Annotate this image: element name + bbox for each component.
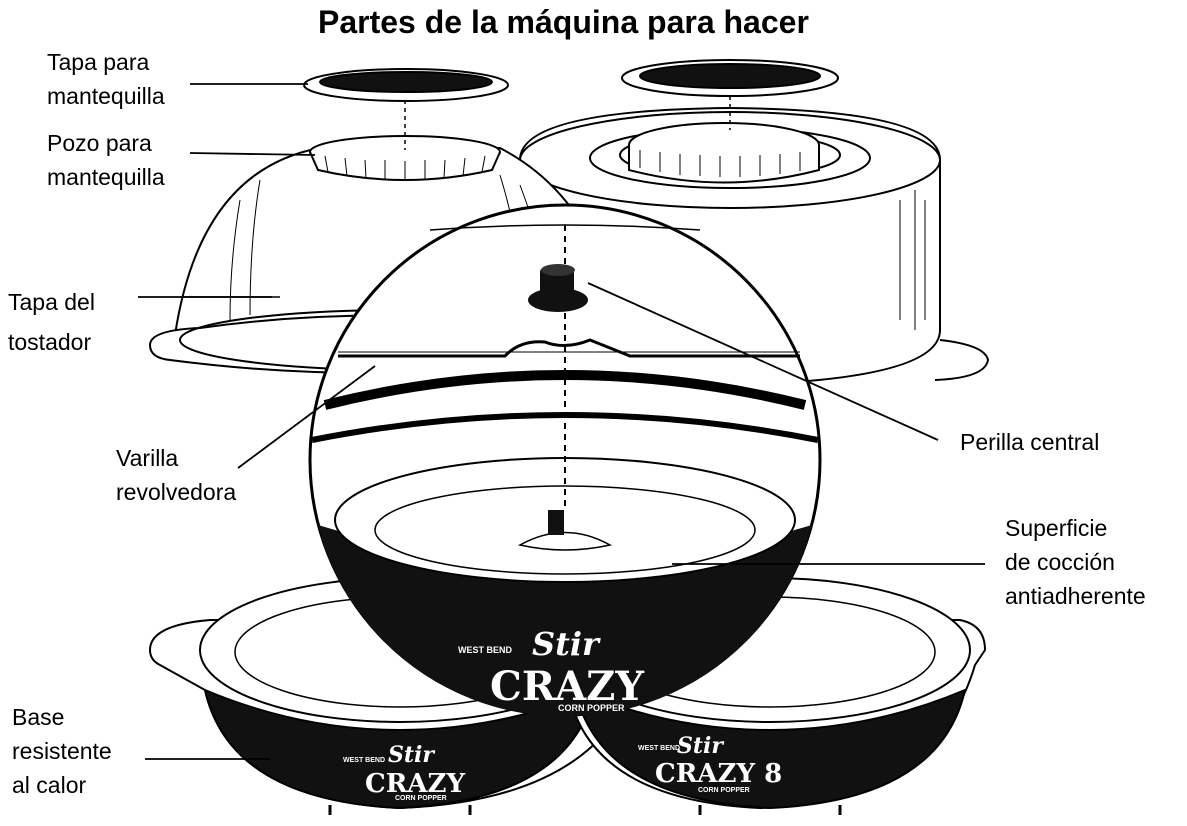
label-butter-lid: Tapa para mantequilla bbox=[47, 49, 165, 109]
center-logo-word3: CORN POPPER bbox=[558, 703, 625, 713]
left-logo-word2: CRAZY bbox=[365, 769, 465, 799]
right-butter-lid bbox=[621, 59, 839, 130]
diagram-title: Partes de la máquina para hacer bbox=[318, 4, 809, 40]
left-logo-word3: CORN POPPER bbox=[395, 795, 447, 802]
center-logo-word1: Stir bbox=[532, 625, 601, 663]
center-logo-maker: WEST BEND bbox=[458, 645, 513, 655]
label-heat-base: Base resistente al calor bbox=[12, 704, 112, 798]
leader-center-knob bbox=[587, 282, 939, 441]
label-nonstick-surface: Superficie de cocción antiadherente bbox=[1005, 515, 1146, 609]
right-logo-maker: WEST BEND bbox=[638, 745, 680, 752]
right-logo-word3: CORN POPPER bbox=[698, 787, 750, 794]
leader-stir-rod bbox=[237, 365, 376, 469]
magnified-detail bbox=[308, 203, 822, 717]
label-popper-lid: Tapa del tostador bbox=[8, 289, 95, 355]
right-logo: WEST BEND Stir CRAZY 8 CORN POPPER bbox=[638, 733, 782, 794]
leader-lines bbox=[138, 83, 985, 760]
left-logo: WEST BEND Stir CRAZY CORN POPPER bbox=[343, 742, 465, 802]
right-butter-well bbox=[628, 122, 820, 184]
left-logo-word1: Stir bbox=[388, 742, 435, 768]
center-logo: WEST BEND Stir CRAZY CORN POPPER bbox=[458, 625, 644, 713]
left-logo-maker: WEST BEND bbox=[343, 757, 385, 764]
right-logo-word1: Stir bbox=[677, 733, 724, 759]
label-butter-well: Pozo para mantequilla bbox=[47, 130, 165, 190]
label-center-knob: Perilla central bbox=[960, 429, 1100, 455]
label-stir-rod: Varilla revolvedora bbox=[116, 445, 237, 505]
leader-butter-well bbox=[189, 152, 316, 156]
left-butter-well bbox=[309, 100, 501, 181]
center-logo-word2: CRAZY bbox=[490, 663, 644, 710]
left-butter-lid bbox=[303, 68, 509, 102]
right-logo-word2: CRAZY 8 bbox=[655, 759, 782, 789]
